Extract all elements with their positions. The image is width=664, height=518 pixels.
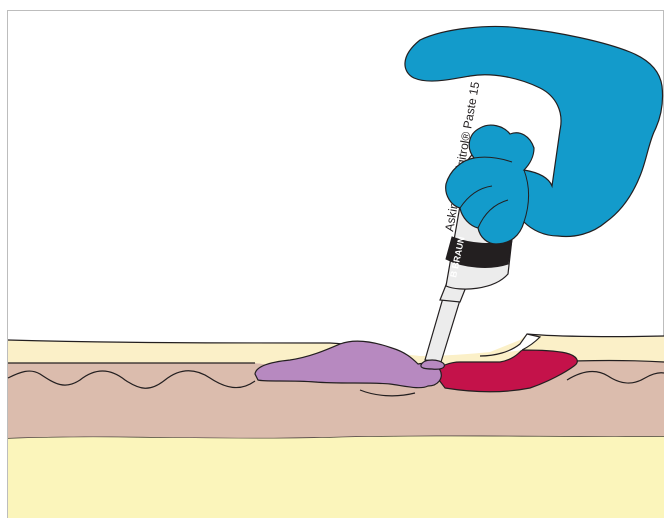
nozzle-tip [421, 360, 445, 369]
subcutaneous-layer [8, 436, 664, 518]
